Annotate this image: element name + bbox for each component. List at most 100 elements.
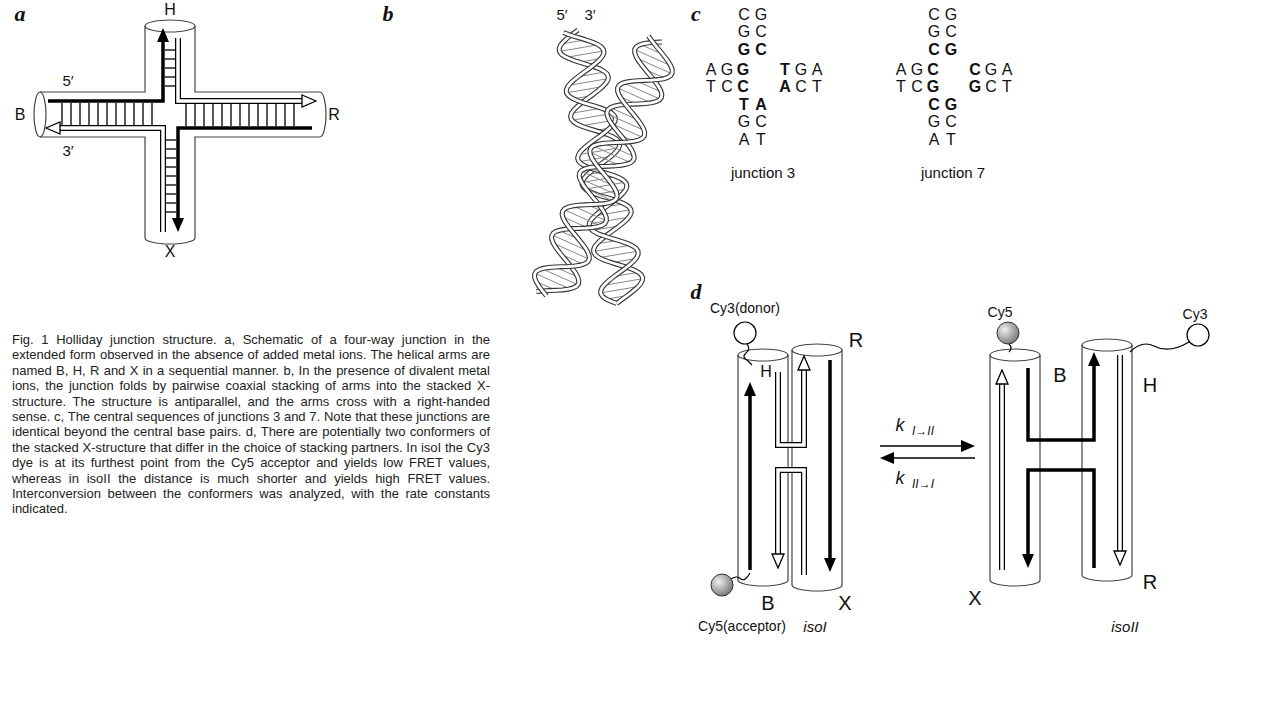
base-letter: T <box>946 132 956 148</box>
base-letter: T <box>706 79 716 95</box>
part-label: H <box>1143 375 1157 395</box>
base-pair-rung <box>165 148 176 150</box>
base-pair-rung <box>124 103 126 126</box>
base-letter: G <box>928 114 940 130</box>
base-letter: T <box>780 62 790 78</box>
base-pair-rung <box>257 103 259 126</box>
part-label: R <box>1143 572 1157 592</box>
base-pair-rung <box>185 103 187 126</box>
part-label: isoI <box>803 619 826 634</box>
base-pair-rung <box>221 103 223 126</box>
base-pair-rung <box>165 85 176 87</box>
base-letter: G <box>945 42 957 58</box>
base-letter: C <box>945 24 957 40</box>
base-pair-rung <box>566 51 604 58</box>
part-label: Cy5(acceptor) <box>698 619 786 633</box>
base-pair-rung <box>88 103 90 126</box>
base-letter: C <box>927 62 939 78</box>
base-letter: T <box>756 132 766 148</box>
part-label: B <box>15 107 26 123</box>
base-letter: G <box>755 7 767 23</box>
base-pair-rung <box>142 103 144 126</box>
part-label: 5′ <box>62 73 73 88</box>
base-letter: G <box>927 79 939 95</box>
base-pair-rung <box>165 76 176 78</box>
base-pair-rung <box>266 103 268 126</box>
base-pair-rung <box>106 103 108 126</box>
part-label: isoII <box>1111 619 1139 634</box>
panel-letter: a <box>15 3 26 25</box>
base-letter: T <box>896 79 906 95</box>
base-pair-rung <box>165 157 176 159</box>
part-label: 5′ <box>556 7 567 22</box>
base-pair-rung <box>70 103 72 126</box>
conformer-drawing <box>711 322 1209 596</box>
base-letter: A <box>706 62 717 78</box>
part-label: junction 3 <box>731 165 795 180</box>
base-letter: G <box>721 62 733 78</box>
base-letter: C <box>928 7 940 23</box>
base-letter: C <box>928 42 940 58</box>
base-letter: T <box>1002 79 1012 95</box>
figure-caption: Fig. 1 Holliday junction structure. a, S… <box>12 332 490 517</box>
base-letter: G <box>795 62 807 78</box>
part-label: H <box>164 2 176 18</box>
base-pair-rung <box>165 193 176 195</box>
part-label: k <box>896 416 905 434</box>
base-pair-rung <box>165 175 176 177</box>
part-label: 3′ <box>62 143 73 158</box>
base-letter: G <box>928 24 940 40</box>
base-pair-rung <box>239 103 241 126</box>
part-label: Cy3(donor) <box>710 301 780 315</box>
base-pair-rung <box>593 146 631 163</box>
base-pair-rung <box>165 67 176 69</box>
base-pair-rung <box>248 103 250 126</box>
panel-letter: c <box>691 3 701 25</box>
base-letter: C <box>945 114 957 130</box>
base-pair-rung <box>165 166 176 168</box>
backbone-ribbon <box>535 36 673 296</box>
base-pair-rung <box>115 103 117 126</box>
base-letter: T <box>812 79 822 95</box>
part-label: R <box>849 330 863 350</box>
base-letter: C <box>737 79 749 95</box>
base-letter: C <box>755 42 767 58</box>
part-label: junction 7 <box>921 165 985 180</box>
base-letter: T <box>739 97 749 113</box>
base-pair-rung <box>165 139 176 141</box>
base-pair-rung <box>293 103 295 126</box>
base-pair-rung <box>79 103 81 126</box>
base-letter: G <box>738 42 750 58</box>
base-pair-rung <box>284 103 286 126</box>
base-letter: A <box>739 132 750 148</box>
part-label: B <box>1053 365 1066 385</box>
panel-letter: b <box>383 3 394 25</box>
base-pair-rung <box>594 245 632 251</box>
base-pair-rung <box>212 103 214 126</box>
base-letter: G <box>738 24 750 40</box>
part-label: Cy5 <box>988 305 1013 319</box>
backbone-ribbon <box>535 36 673 296</box>
part-label: Cy3 <box>1183 307 1208 321</box>
base-letter: A <box>755 97 767 113</box>
base-pair-rung <box>165 202 176 204</box>
base-letter: G <box>945 7 957 23</box>
base-pair-rung <box>559 45 598 52</box>
helix-model <box>535 30 673 303</box>
base-letter: G <box>737 62 749 78</box>
base-pair-rung <box>194 103 196 126</box>
base-letter: C <box>928 97 940 113</box>
base-pair-rung <box>165 49 176 51</box>
part-label: H <box>760 364 772 380</box>
base-letter: A <box>779 79 791 95</box>
part-label: II→I <box>912 478 934 490</box>
base-letter: G <box>738 114 750 130</box>
base-letter: A <box>812 62 823 78</box>
base-pair-rung <box>165 184 176 186</box>
junction-schematic <box>34 20 326 244</box>
part-label: X <box>165 244 176 260</box>
base-pair-rung <box>97 103 99 126</box>
base-pair-rung <box>133 103 135 126</box>
part-label: I→II <box>912 425 934 437</box>
part-label: k <box>896 469 905 487</box>
